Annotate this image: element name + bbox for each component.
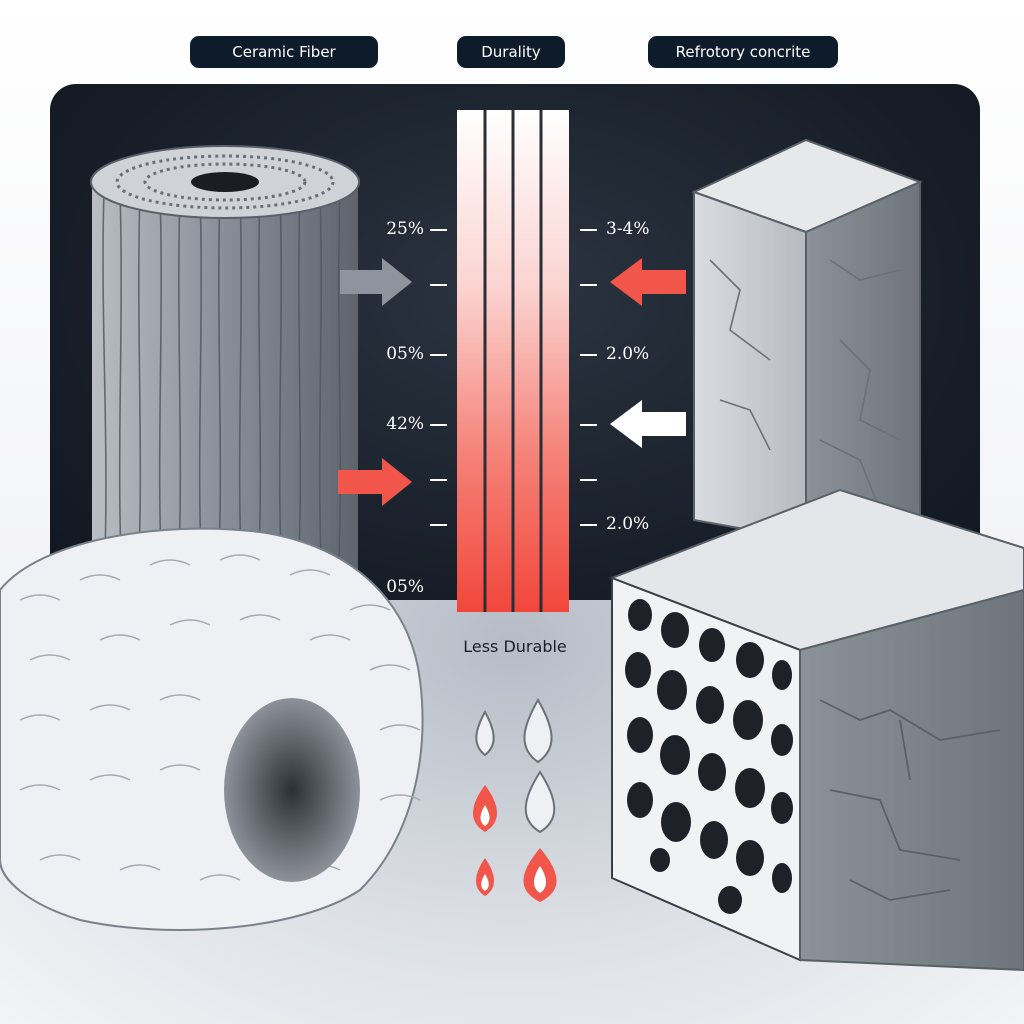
header-refractory-concrete: Refrotory concrite	[648, 36, 838, 68]
scale-ticks	[430, 229, 597, 526]
flame-drop-icon	[472, 785, 498, 832]
header-ceramic-fiber: Ceramic Fiber	[190, 36, 378, 68]
scale-label-left: 42%	[386, 414, 424, 434]
flame-drop-icon	[523, 848, 557, 902]
scale-label-left: 05%	[386, 344, 424, 364]
scale-label-left: 05%	[386, 577, 424, 597]
durability-bar	[457, 110, 569, 612]
scale-label-left: 25%	[386, 219, 424, 239]
water-drop-icon	[524, 770, 556, 834]
arrow-right-icon	[338, 458, 412, 506]
flame-drop-icon	[475, 858, 495, 896]
arrow-left-icon	[610, 258, 686, 306]
scale-label-right: 2.0%	[606, 514, 650, 534]
water-drop-icon	[523, 697, 553, 764]
header-durality: Durality	[457, 36, 565, 68]
arrow-right-icon	[340, 258, 412, 306]
fiber-wool-roll	[0, 527, 424, 931]
refractory-concrete-porous-block	[609, 488, 1024, 972]
ceramic-fiber-cylinder	[90, 145, 360, 582]
less-durable-label: Less Durable	[463, 637, 567, 656]
scale-label-right: 2.0%	[606, 344, 650, 364]
water-drop-icon	[475, 709, 495, 757]
arrow-left-icon	[610, 400, 686, 448]
scale-label-right: 3-4%	[606, 219, 650, 239]
refractory-concrete-tall-block	[691, 138, 923, 542]
